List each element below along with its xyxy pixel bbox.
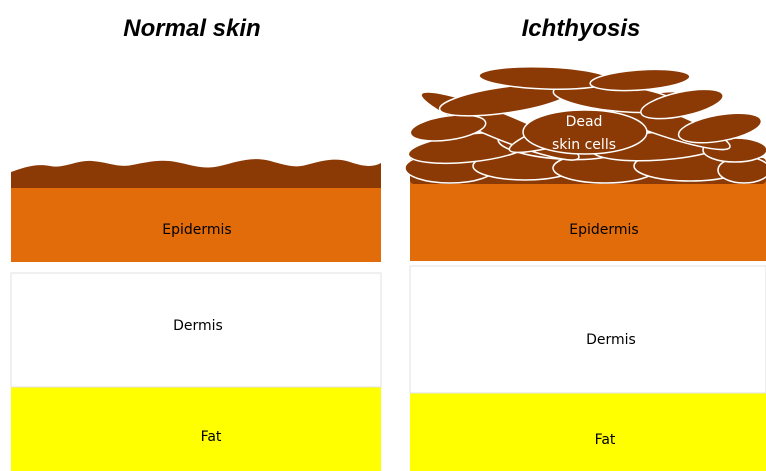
normal-skin-panel: Normal skin Epidermis Dermis Fat [11, 15, 381, 471]
ichthyosis-panel: Ichthyosis [405, 15, 766, 471]
normal-epidermis-layer [11, 180, 381, 262]
ichthyosis-title: Ichthyosis [522, 15, 641, 42]
ichthyosis-fat-label: Fat [595, 432, 616, 448]
normal-fat-layer [11, 387, 381, 471]
dead-skin-cells-label-line1: Dead [566, 114, 603, 130]
ichthyosis-dermis-layer [410, 266, 766, 393]
ichthyosis-dermis-label: Dermis [586, 332, 636, 348]
normal-surface-layer [11, 159, 381, 188]
dead-skin-cells-label-line2: skin cells [552, 137, 616, 153]
normal-dermis-label: Dermis [173, 318, 223, 334]
normal-epidermis-label: Epidermis [162, 222, 231, 238]
normal-fat-label: Fat [201, 429, 222, 445]
normal-skin-title: Normal skin [123, 15, 260, 42]
ichthyosis-fat-layer [410, 393, 766, 471]
ichthyosis-epidermis-label: Epidermis [569, 222, 638, 238]
ichthyosis-epidermis-layer [410, 176, 766, 261]
